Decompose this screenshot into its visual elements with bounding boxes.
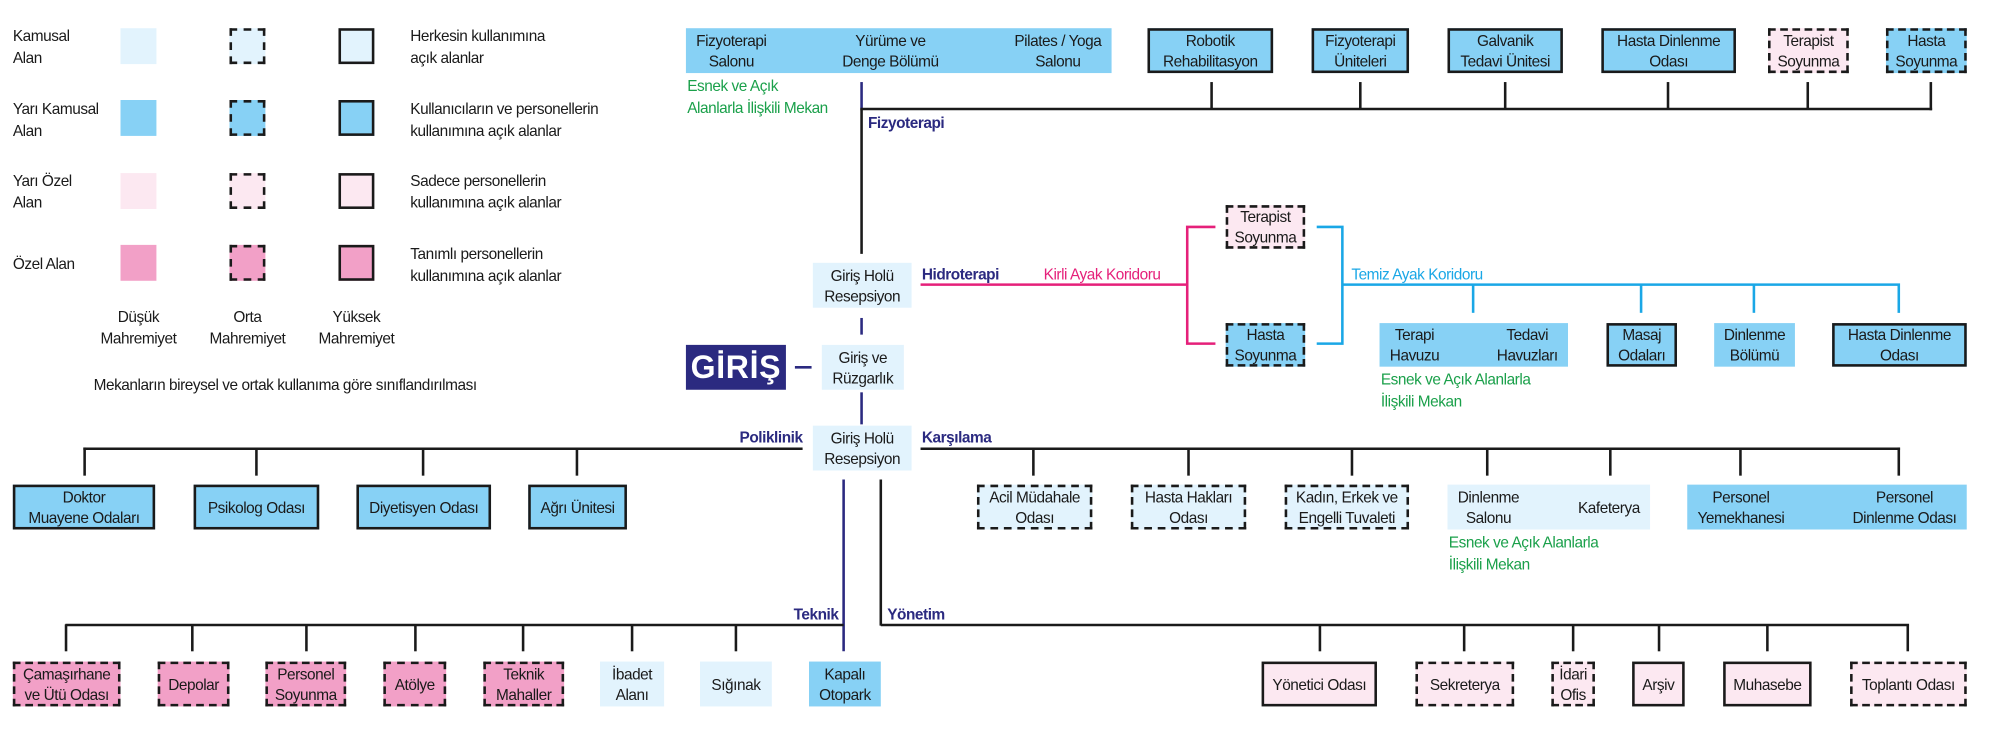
flexible-space-note: Esnek ve Açık Alanlarla İlişkili Mekan <box>1380 370 1531 411</box>
kafeterya: Kafeterya <box>1577 498 1640 517</box>
personel-yemekhanesi: Personel Yemekhanesi <box>1697 487 1785 527</box>
room-tuvaletler: Kadın, Erkek ve Engelli Tuvaleti <box>1284 484 1410 530</box>
legend-swatch-yari-ozel-high <box>338 173 375 209</box>
legend-swatch-yari-ozel-low <box>120 173 157 209</box>
room-atolye: Atölye <box>383 661 447 707</box>
room-acil-mudahale: Acil Müdahale Odası <box>976 484 1093 530</box>
legend-swatch-ozel-low <box>120 244 157 281</box>
flexible-space-note: Esnek ve Açık Alanlarla İlişkili Mekan <box>1448 533 1599 574</box>
fizyoterapi-label: Fizyoterapi <box>867 114 945 133</box>
giris-logo: GİRİŞ <box>685 344 786 390</box>
legend-row-label: Kamusal Alan <box>12 26 70 67</box>
poliklinik-label: Poliklinik <box>739 428 804 447</box>
yonetim-label: Yönetim <box>887 605 945 624</box>
room-sekreterya: Sekreterya <box>1415 661 1515 707</box>
legend-description: Kullanıcıların ve personellerin kullanım… <box>410 100 599 140</box>
hidroterapi-label: Hidroterapi <box>921 265 1000 284</box>
personel-dinlenme-odasi: Personel Dinlenme Odası <box>1852 487 1957 527</box>
yurume-denge-bolumu: Yürüme ve Denge Bölümü <box>842 31 939 70</box>
temiz-ayak-koridoru-label: Temiz Ayak Koridoru <box>1351 265 1483 284</box>
legend-row-label: Yarı Özel Alan <box>12 171 72 212</box>
pilates-yoga-salonu: Pilates / Yoga Salonu <box>1014 31 1102 70</box>
karsilama-label: Karşılama <box>921 428 992 447</box>
room-robotik-rehabilitasyon: Robotik Rehabilitasyon <box>1147 28 1274 74</box>
pools-open-group: Terapi Havuzu Tedavi Havuzları <box>1379 323 1569 367</box>
room-toplanti-odasi: Toplantı Odası <box>1850 661 1967 707</box>
room-psikolog: Psikolog Odası <box>193 484 320 530</box>
legend-description: Tanımlı personellerin kullanımına açık a… <box>410 244 562 285</box>
tedavi-havuzlari: Tedavi Havuzları <box>1496 325 1558 365</box>
room-doktor-muayene: Doktor Muayene Odaları <box>12 484 156 530</box>
room-terapist-soyunma-hidro: Terapist Soyunma <box>1225 205 1306 249</box>
room-hasta-soyunma-hidro: Hasta Soyunma <box>1225 323 1306 367</box>
legend-swatch-ozel-mid <box>229 244 266 281</box>
staff-group: Personel Yemekhanesi Personel Dinlenme O… <box>1687 484 1967 530</box>
legend-row-label: Özel Alan <box>12 255 75 274</box>
legend-swatch-yari-ozel-mid <box>229 173 266 209</box>
room-arsiv: Arşiv <box>1632 661 1685 707</box>
temiz-ayak-corridor-line <box>1316 225 1901 345</box>
legend-row-label: Yarı Kamusal Alan <box>12 100 99 140</box>
fizyoterapi-open-group: Fizyoterapi Salonu Yürüme ve Denge Bölüm… <box>685 28 1112 74</box>
room-personel-soyunma: Personel Soyunma <box>265 661 347 707</box>
room-fizyoterapi-uniteleri: Fizyoterapi Üniteleri <box>1311 28 1410 74</box>
legend-column-label: Düşük Mahremiyet <box>100 307 177 348</box>
terapi-havuzu: Terapi Havuzu <box>1389 325 1440 365</box>
dinlenme-salonu: Dinlenme Salonu <box>1457 487 1520 527</box>
legend-swatch-kamusal-low <box>120 28 157 65</box>
giris-ruzgarlik: Giriş ve Rüzgarlık <box>821 344 904 390</box>
legend-caption: Mekanların bireysel ve ortak kullanıma g… <box>93 375 478 394</box>
room-depolar: Depolar <box>157 661 230 707</box>
social-open-group: Dinlenme Salonu Kafeterya <box>1447 484 1651 530</box>
flexible-space-note: Esnek ve Açık Alanlarla İlişkili Mekan <box>687 76 828 117</box>
legend-swatch-yari-kamusal-low <box>120 100 157 136</box>
room-masaj-odalari: Masaj Odaları <box>1606 323 1677 367</box>
room-camasirhane: Çamaşırhane ve Ütü Odası <box>12 661 121 707</box>
room-idari-ofis: İdari Ofis <box>1551 661 1595 707</box>
legend-swatch-yari-kamusal-high <box>338 100 375 136</box>
legend-swatch-kamusal-high <box>338 28 375 65</box>
legend-swatch-yari-kamusal-mid <box>229 100 266 136</box>
room-galvanik-tedavi: Galvanik Tedavi Ünitesi <box>1447 28 1563 74</box>
room-hasta-dinlenme-hidro: Hasta Dinlenme Odası <box>1832 323 1967 367</box>
room-dinlenme-bolumu: Dinlenme Bölümü <box>1714 323 1795 367</box>
giris-holu-resepsiyon-upper: Giriş Holü Resepsiyon <box>812 262 912 308</box>
fizyoterapi-salonu: Fizyoterapi Salonu <box>696 31 767 70</box>
legend-swatch-ozel-high <box>338 244 375 281</box>
kirli-ayak-corridor-line <box>920 225 1216 345</box>
room-diyetisyen: Diyetisyen Odası <box>356 484 492 530</box>
room-yonetici-odasi: Yönetici Odası <box>1261 661 1377 707</box>
room-terapist-soyunma: Terapist Soyunma <box>1768 28 1849 74</box>
legend-column-label: Yüksek Mahremiyet <box>318 307 395 348</box>
legend-description: Sadece personellerin kullanımına açık al… <box>410 171 562 212</box>
kirli-ayak-koridoru-label: Kirli Ayak Koridoru <box>1043 265 1161 284</box>
room-hasta-soyunma: Hasta Soyunma <box>1885 28 1967 74</box>
room-siginak: Sığınak <box>700 661 772 707</box>
room-kapali-otopark: Kapalı Otopark <box>809 661 881 707</box>
giris-holu-resepsiyon-main: Giriş Holü Resepsiyon <box>812 425 912 471</box>
teknik-label: Teknik <box>793 605 839 624</box>
room-teknik-mahaller: Teknik Mahaller <box>483 661 565 707</box>
legend-description: Herkesin kullanımına açık alanlar <box>410 26 545 67</box>
room-agri-unitesi: Ağrı Ünitesi <box>528 484 627 530</box>
legend-column-label: Orta Mahremiyet <box>209 307 286 348</box>
room-hasta-haklari: Hasta Hakları Odası <box>1130 484 1247 530</box>
room-muhasebe: Muhasebe <box>1723 661 1812 707</box>
room-ibadet-alani: İbadet Alanı <box>600 661 665 707</box>
legend-swatch-kamusal-mid <box>229 28 266 65</box>
room-hasta-dinlenme: Hasta Dinlenme Odası <box>1601 28 1736 74</box>
